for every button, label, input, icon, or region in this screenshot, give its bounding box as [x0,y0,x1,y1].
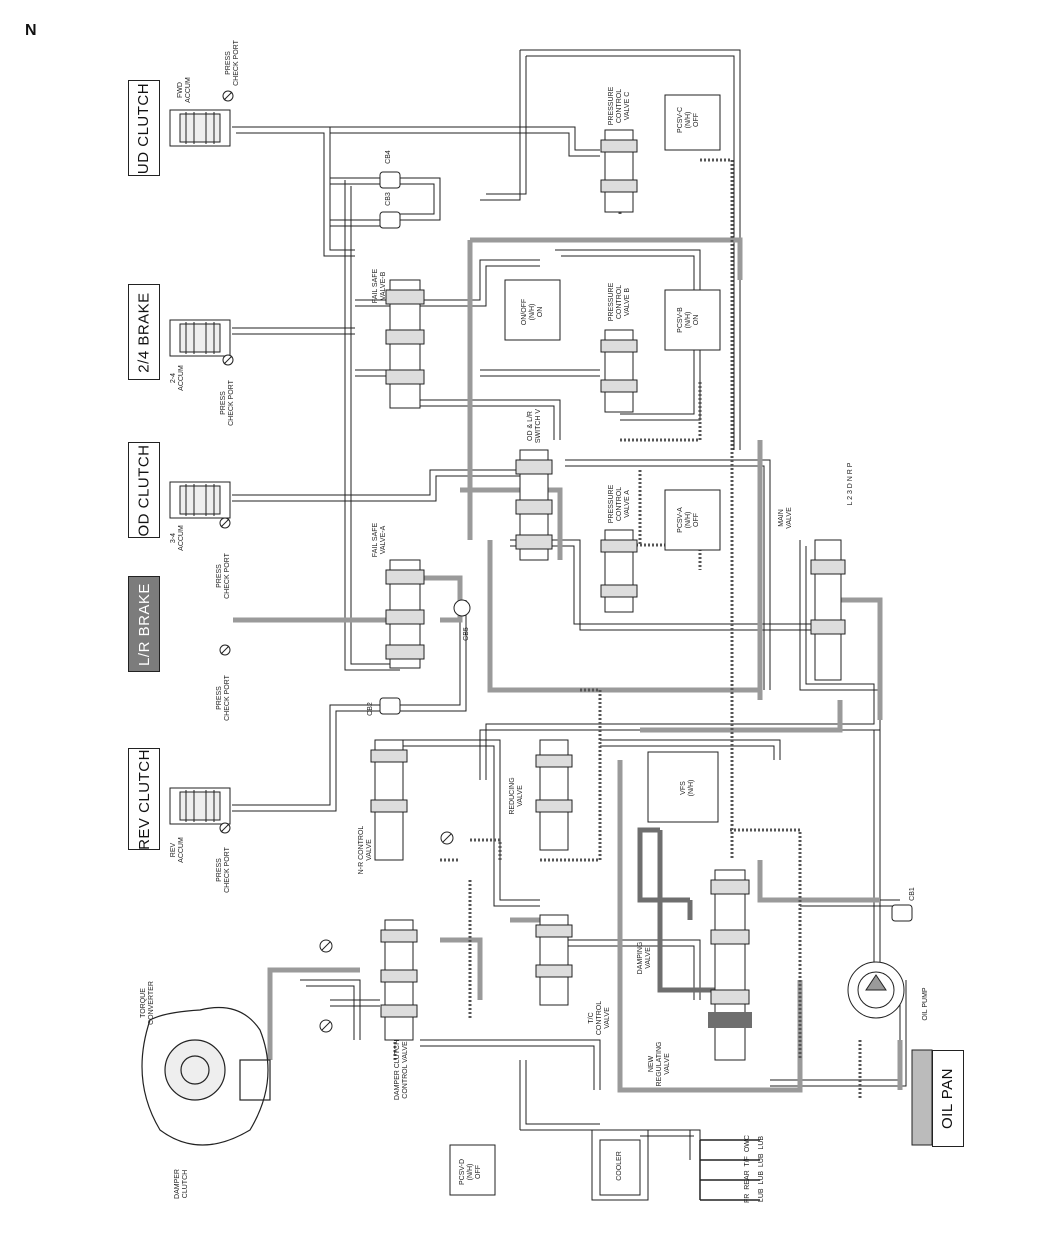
press-check-port-ud-label: PRESS CHECK PORT [225,40,240,86]
press-check-port-24-label: PRESS CHECK PORT [220,380,235,426]
cb3-label: CB3 [385,192,392,206]
pressure-control-valve-c-label: PRESSURE CONTROL VALVE C [608,86,631,126]
tc-control-valve-label: T/C CONTROL VALVE [588,1000,611,1036]
onoff-solenoid-label: ON/OFF (N/H) ON [521,298,544,326]
rev-clutch-box: REV CLUTCH [128,748,160,850]
press-check-port-od-label: PRESS CHECK PORT [216,553,231,599]
brake-24-label: 2/4 BRAKE [135,291,153,373]
ud-clutch-label: UD CLUTCH [135,82,153,174]
pressure-control-valve-b-label: PRESSURE CONTROL VALVE B [608,282,631,322]
damping-valve-label: DAMPING VALVE [637,941,652,975]
vfs-label: VFS (N/H) [680,779,695,797]
oil-pan-label: OIL PAN [939,1067,957,1130]
cooler-label: COOLER [616,1151,623,1181]
nr-control-valve-label: N-R CONTROL VALVE [358,825,373,875]
pcsv-a-label: PCSV-A (N/H) OFF [677,507,700,533]
od-clutch-label: OD CLUTCH [135,443,153,537]
cb2-label: CB2 [367,702,374,716]
cb5-label: CB5 [463,627,470,641]
damper-clutch-control-valve-label: DAMPER CLUTCH CONTROL VALVE [394,1039,409,1101]
fwd-accum-label: FWD ACCUM [177,77,192,103]
pcsv-d-label: PCSV-D (N/H) OFF [459,1158,482,1186]
shift-positions-label: L 2 3 D N R P [847,462,854,506]
od-clutch-box: OD CLUTCH [128,442,160,538]
od-lr-switch-valve-label: OD & L/R SWITCH V [527,408,542,444]
pcsv-b-label: PCSV-B (N/H) ON [677,307,700,333]
main-valve-label: MAIN VALVE [778,507,793,529]
ud-clutch-box: UD CLUTCH [128,80,160,176]
cb4-label: CB4 [385,150,392,164]
lr-brake-label: L/R BRAKE [135,582,153,666]
damper-clutch-label: DAMPER CLUTCH [174,1169,189,1199]
rev-clutch-label: REV CLUTCH [135,748,153,850]
lr-brake-box: L/R BRAKE [128,576,160,672]
oil-pump-label: OIL PUMP [922,987,929,1021]
reducing-valve-label: REDUCING VALVE [509,777,524,815]
pressure-control-valve-a-label: PRESSURE CONTROL VALVE A [608,484,631,524]
fail-safe-valve-a-label: FAIL SAFE VALVE-A [372,522,387,558]
brake-24-box: 2/4 BRAKE [128,284,160,380]
rev-accum-label: REV ACCUM [170,837,185,863]
press-check-port-rev-label: PRESS CHECK PORT [216,847,231,893]
pcsv-c-label: PCSV-C (N/H) OFF [677,106,700,134]
torque-converter-label: TORQUE CONVERTER [140,981,155,1025]
new-regulating-valve-label: NEW REGULATING VALVE [648,1041,671,1087]
oil-pan-box: OIL PAN [932,1050,964,1147]
page-letter: N [25,22,37,39]
accum-34-label: 3-4 ACCUM [170,525,185,551]
cb1-label: CB1 [909,887,916,901]
fail-safe-valve-b-label: FAIL SAFE VALVE-B [372,268,387,304]
press-check-port-lr-label: PRESS CHECK PORT [216,675,231,721]
lube-labels-top: FR REAR T/F OWC [744,1135,751,1203]
lube-labels-bottom: LUB LUB LUB LUB [758,1135,765,1203]
accum-24-label: 2-4 ACCUM [170,365,185,391]
